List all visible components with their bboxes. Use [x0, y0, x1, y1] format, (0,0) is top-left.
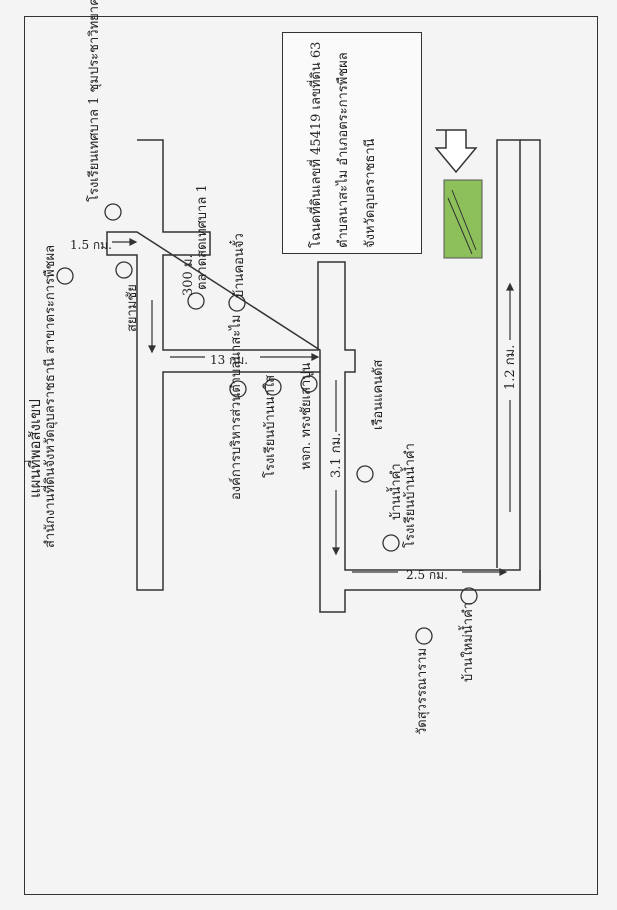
- deed-line-3: จังหวัดอุบลราชธานี: [363, 138, 378, 248]
- shop-label: หจก. ทรงชัยเสาปูน: [299, 362, 314, 470]
- obt-label: องค์การบริหารส่วนตำบลนาสะไม: [229, 314, 244, 500]
- temple-marker: [415, 627, 433, 645]
- obt-marker: [229, 380, 247, 398]
- deed-line-1: โฉนดที่ดินเลขที่ 45419 เลขที่ดิน 63: [309, 41, 324, 248]
- distance-300m: 300 ม.: [181, 254, 196, 296]
- stadium-label: สยามชัย: [125, 284, 140, 332]
- road-right-edge: [520, 139, 541, 590]
- distance-2-5km: 2.5 กม.: [406, 568, 448, 582]
- office-label: สำนักงานที่ดินจังหวัดอุบลราชธานี สาขาตระ…: [43, 244, 58, 548]
- deed-info-box: [282, 32, 422, 254]
- school-1-marker: [104, 203, 122, 221]
- distance-1-5km: 1.5 กม.: [70, 238, 112, 252]
- temple-label: วัดสุวรรณาราม: [415, 647, 430, 735]
- distance-13km: 13 กม.: [210, 353, 249, 367]
- ban-khon-label: บ้านคอนจั๋ว: [232, 233, 247, 298]
- shop-marker: [300, 375, 318, 393]
- distance-3-1km: 3.1 กม.: [329, 432, 344, 478]
- school-2-marker: [264, 378, 282, 396]
- ban-khon-marker: [228, 294, 246, 312]
- office-marker: [56, 267, 74, 285]
- school-3-marker: [382, 534, 400, 552]
- ban-nong-label: บ้านใหม่น้ำคำ: [461, 601, 476, 682]
- ban-namkham-label: บ้านน้ำคำ: [389, 463, 404, 520]
- stadium-marker: [115, 261, 133, 279]
- distance-1-2km: 1.2 กม.: [503, 344, 518, 390]
- location-arrow: [434, 129, 478, 174]
- school-1-label: โรงเรียนเทศบาล 1 ชุมประชาวิทยาคม: [87, 0, 102, 202]
- deed-line-2: ตำบลนาสะไม อำเภอตระการพืชผล: [336, 52, 351, 248]
- market-label: ตลาดสดเทศบาล 1: [195, 184, 210, 290]
- market-marker: [187, 292, 205, 310]
- resort-label: เรือนแคนดัส: [371, 359, 386, 430]
- road-upper: [106, 139, 521, 591]
- school-2-label: โรงเรียนบ้านนาใส: [263, 374, 278, 478]
- map-title: แผนที่พอสังเขป: [26, 399, 44, 498]
- ban-nong-marker: [460, 587, 478, 605]
- ban-namkham-marker: [356, 465, 374, 483]
- map-frame: [24, 16, 598, 895]
- land-parcel: [443, 179, 483, 259]
- school-3-label: โรงเรียนบ้านน้ำคำ: [403, 443, 418, 548]
